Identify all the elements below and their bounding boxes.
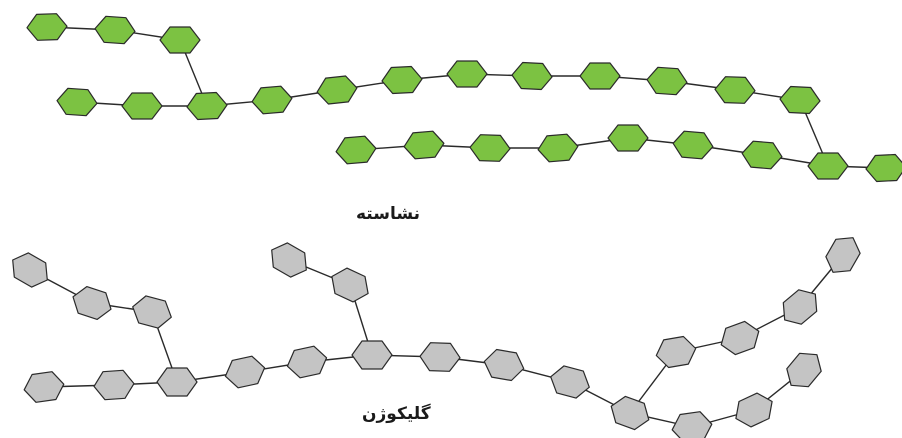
starch-glucose-unit <box>446 60 488 88</box>
starch-glucose-unit <box>26 13 68 41</box>
starch-glucose-unit <box>56 87 98 117</box>
glycogen-glucose-unit <box>286 345 328 379</box>
glycogen-glucose-unit <box>671 411 713 438</box>
glycogen-glucose-unit <box>735 392 773 428</box>
glycogen-glucose-unit <box>610 395 650 431</box>
glycogen-glucose-unit <box>655 335 697 369</box>
starch-glucose-unit <box>159 26 201 54</box>
starch-glucose-unit <box>381 65 423 95</box>
glycogen-glucose-unit <box>331 267 369 303</box>
starch-glucose-unit <box>537 133 579 163</box>
starch-glucose-unit <box>316 75 358 105</box>
glycogen-glucose-unit <box>156 367 198 397</box>
starch-glucose-unit <box>121 92 163 120</box>
glucose-rings <box>12 13 902 438</box>
starch-glucose-unit <box>807 152 849 180</box>
glycogen-glucose-unit <box>351 340 393 370</box>
glycogen-glucose-unit <box>12 252 48 288</box>
glycogen-glucose-unit <box>93 369 135 401</box>
glycogen-glucose-unit <box>72 286 112 320</box>
starch-glucose-unit <box>335 135 377 165</box>
glycogen-glucose-unit <box>825 237 861 273</box>
glycogen-glucose-unit <box>786 352 822 388</box>
starch-glucose-unit <box>94 15 136 45</box>
starch-glucose-unit <box>865 153 902 183</box>
glycogen-glucose-unit <box>550 365 590 399</box>
glycogen-glucose-unit <box>271 242 307 278</box>
starch-glucose-unit <box>607 124 649 152</box>
glycogen-glucose-unit <box>224 355 266 389</box>
starch-glucose-unit <box>741 140 783 170</box>
glycogen-label: گلیکوژن <box>362 404 431 424</box>
starch-glucose-unit <box>186 91 228 121</box>
starch-glucose-unit <box>714 76 756 104</box>
glycogen-glucose-unit <box>483 348 525 382</box>
starch-glucose-unit <box>646 66 688 96</box>
glycogen-glucose-unit <box>720 320 760 356</box>
starch-glucose-unit <box>672 130 714 160</box>
starch-glucose-unit <box>403 130 445 160</box>
starch-glucose-unit <box>579 62 621 90</box>
starch-glucose-unit <box>251 85 293 115</box>
starch-glucose-unit <box>469 134 511 162</box>
glycogen-glucose-unit <box>23 371 65 403</box>
glycogen-glucose-unit <box>419 342 461 372</box>
glycogen-glucose-unit <box>132 295 172 329</box>
starch-label: نشاسته <box>356 204 421 224</box>
starch-glucose-unit <box>779 85 821 115</box>
glycogen-glucose-unit <box>782 289 818 325</box>
starch-glucose-unit <box>511 61 553 91</box>
